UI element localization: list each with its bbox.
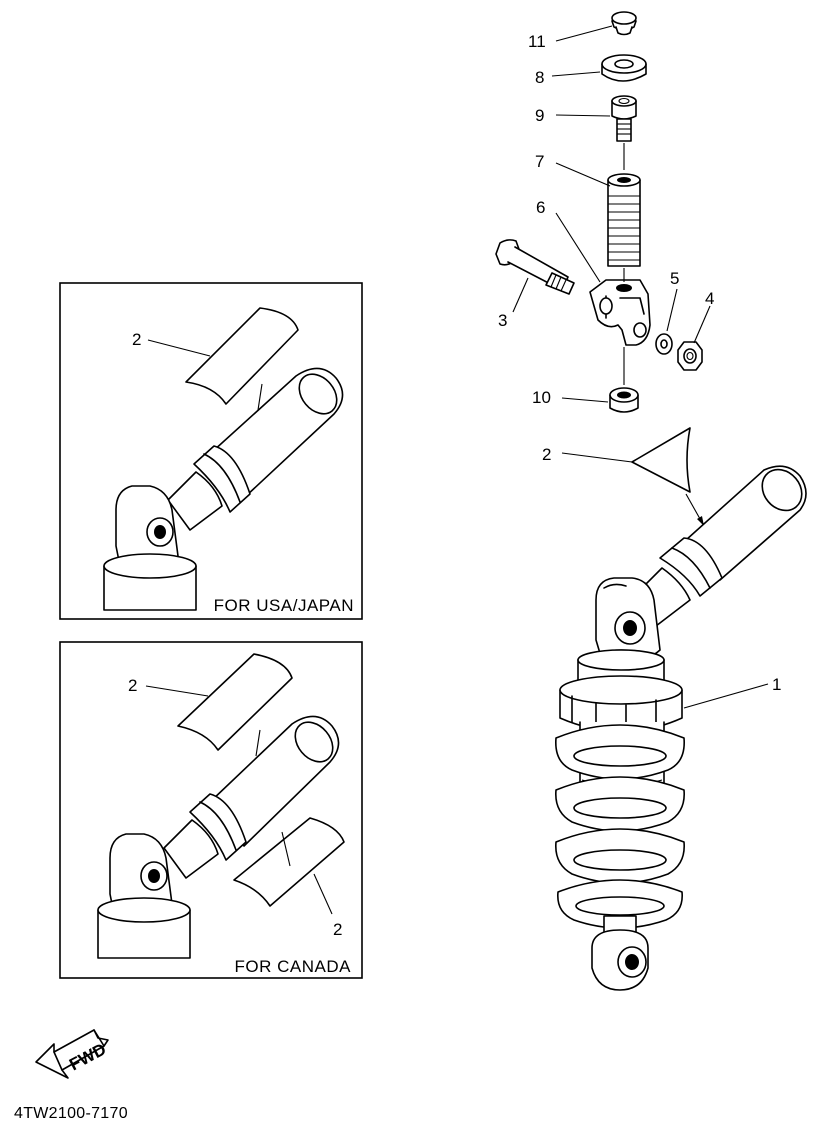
leader-2-usa <box>147 339 211 357</box>
callout-10: 10 <box>532 388 551 407</box>
leader-7 <box>555 162 611 187</box>
inset-canada-shock <box>97 715 340 959</box>
leader-4 <box>693 305 711 344</box>
part-3-bolt <box>495 239 575 295</box>
leader-2-main <box>561 452 633 463</box>
inset-usa-japan-caption: FOR USA/JAPAN <box>214 596 354 615</box>
callout-11: 11 <box>528 32 546 51</box>
inset-canada-caption: FOR CANADA <box>235 957 352 976</box>
callout-3: 3 <box>498 311 507 330</box>
callout-8: 8 <box>535 68 544 87</box>
leader-5 <box>666 288 678 332</box>
callout-5: 5 <box>670 269 679 288</box>
callout-2-main: 2 <box>542 445 551 464</box>
part-5-washer <box>655 333 673 355</box>
leader-3 <box>512 277 529 313</box>
callout-1: 1 <box>772 675 781 694</box>
part-9-bolt <box>611 95 637 142</box>
callout-2-canada-top: 2 <box>128 676 137 695</box>
part-8-collar <box>601 54 647 82</box>
leader-1 <box>683 683 769 709</box>
leader-11 <box>555 25 613 42</box>
callout-9: 9 <box>535 106 544 125</box>
leader-10 <box>561 397 609 403</box>
leader-9 <box>555 114 611 117</box>
callout-7: 7 <box>535 152 544 171</box>
part-4-nut <box>677 341 703 371</box>
part-1-shock-absorber <box>555 465 807 991</box>
fwd-arrow-icon: FWD <box>35 1029 109 1079</box>
callout-6: 6 <box>536 198 545 217</box>
part-10-lower-cap <box>609 387 639 413</box>
part-11-cap <box>611 11 637 36</box>
inset-canada-label-sticker-bottom <box>233 817 345 907</box>
leader-2-canada-bottom <box>313 873 333 915</box>
leader-8 <box>551 71 601 77</box>
part-7-threaded-collar <box>607 173 641 267</box>
callout-2-canada-bottom: 2 <box>333 920 342 939</box>
part-6-bracket <box>589 279 651 346</box>
inset-usa-japan-shock <box>103 367 344 611</box>
callout-2-usa: 2 <box>132 330 141 349</box>
inset-canada-label-sticker-top <box>177 653 293 757</box>
leader-2-canada-top <box>145 685 209 697</box>
part-2-label-main <box>631 427 691 493</box>
leader-6 <box>555 212 601 283</box>
callout-4: 4 <box>705 289 714 308</box>
inset-usa-japan-label-sticker <box>185 307 299 411</box>
document-code: 4TW2100-7170 <box>14 1105 128 1122</box>
